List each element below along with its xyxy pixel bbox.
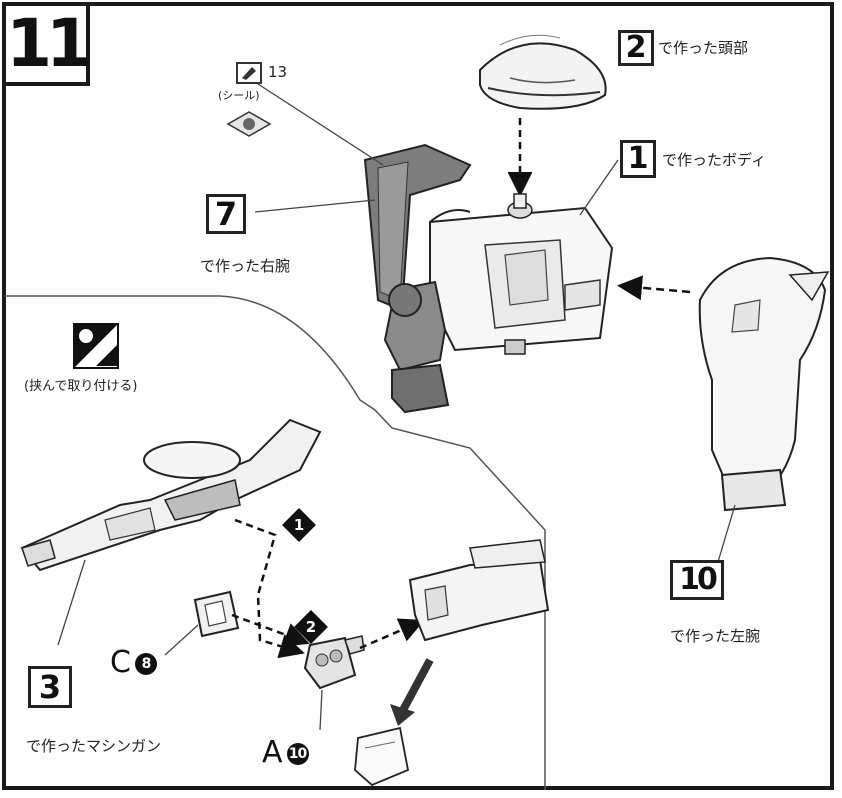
sticker-icon <box>236 62 262 84</box>
arrow-hand-to-forearm <box>359 618 425 650</box>
section-boundary <box>4 295 546 790</box>
pinch-assembly-icon <box>72 322 120 370</box>
part-code-c8-number: 8 <box>134 652 157 675</box>
sticker-number: 13 <box>268 63 288 81</box>
assembly-hint-caption: (挟んで取り付ける) <box>24 379 138 394</box>
sequence-marker-2-label: 2 <box>305 618 317 636</box>
arrow-bracket-to-hand <box>231 613 310 647</box>
sticker-caption: (シール) <box>218 89 260 102</box>
part-label-left-arm: で作った左腕 <box>670 627 761 645</box>
part-label-right-arm: で作った右腕 <box>200 257 291 275</box>
hand-bottom-part <box>354 726 410 787</box>
body-part <box>429 193 614 355</box>
part-box-machine-gun: 3 <box>28 666 72 708</box>
eye-sticker-icon <box>226 110 272 138</box>
step-number: 11 <box>6 6 92 86</box>
forearm-part <box>408 539 550 642</box>
part-code-c8-letter: C <box>110 645 131 680</box>
arrow-forearm-down <box>398 658 434 714</box>
arrow-leftarm-to-body <box>617 275 691 301</box>
part-label-body: で作ったボディ <box>662 151 766 169</box>
sequence-marker-2: 2 <box>296 612 326 642</box>
part-box-right-arm: 7 <box>206 194 246 234</box>
part-label-machine-gun: で作ったマシンガン <box>26 737 162 755</box>
right-arm-part <box>363 143 472 414</box>
hand-part <box>303 635 365 690</box>
part-box-left-arm: 10 <box>670 560 724 600</box>
part-box-head: 2 <box>618 30 654 66</box>
part-box-body: 1 <box>620 140 656 178</box>
part-code-a10-letter: A <box>262 735 283 770</box>
arrow-gun-to-hand <box>234 518 305 659</box>
head-part <box>479 34 607 110</box>
sequence-marker-1: 1 <box>284 510 314 540</box>
sequence-marker-1-label: 1 <box>293 516 305 534</box>
part-code-a10-number: 10 <box>286 742 309 765</box>
page-frame <box>2 2 834 790</box>
part-label-head: で作った頭部 <box>658 39 749 57</box>
bracket-part <box>193 590 240 638</box>
left-arm-part <box>698 256 830 512</box>
machine-gun-part <box>20 418 322 572</box>
